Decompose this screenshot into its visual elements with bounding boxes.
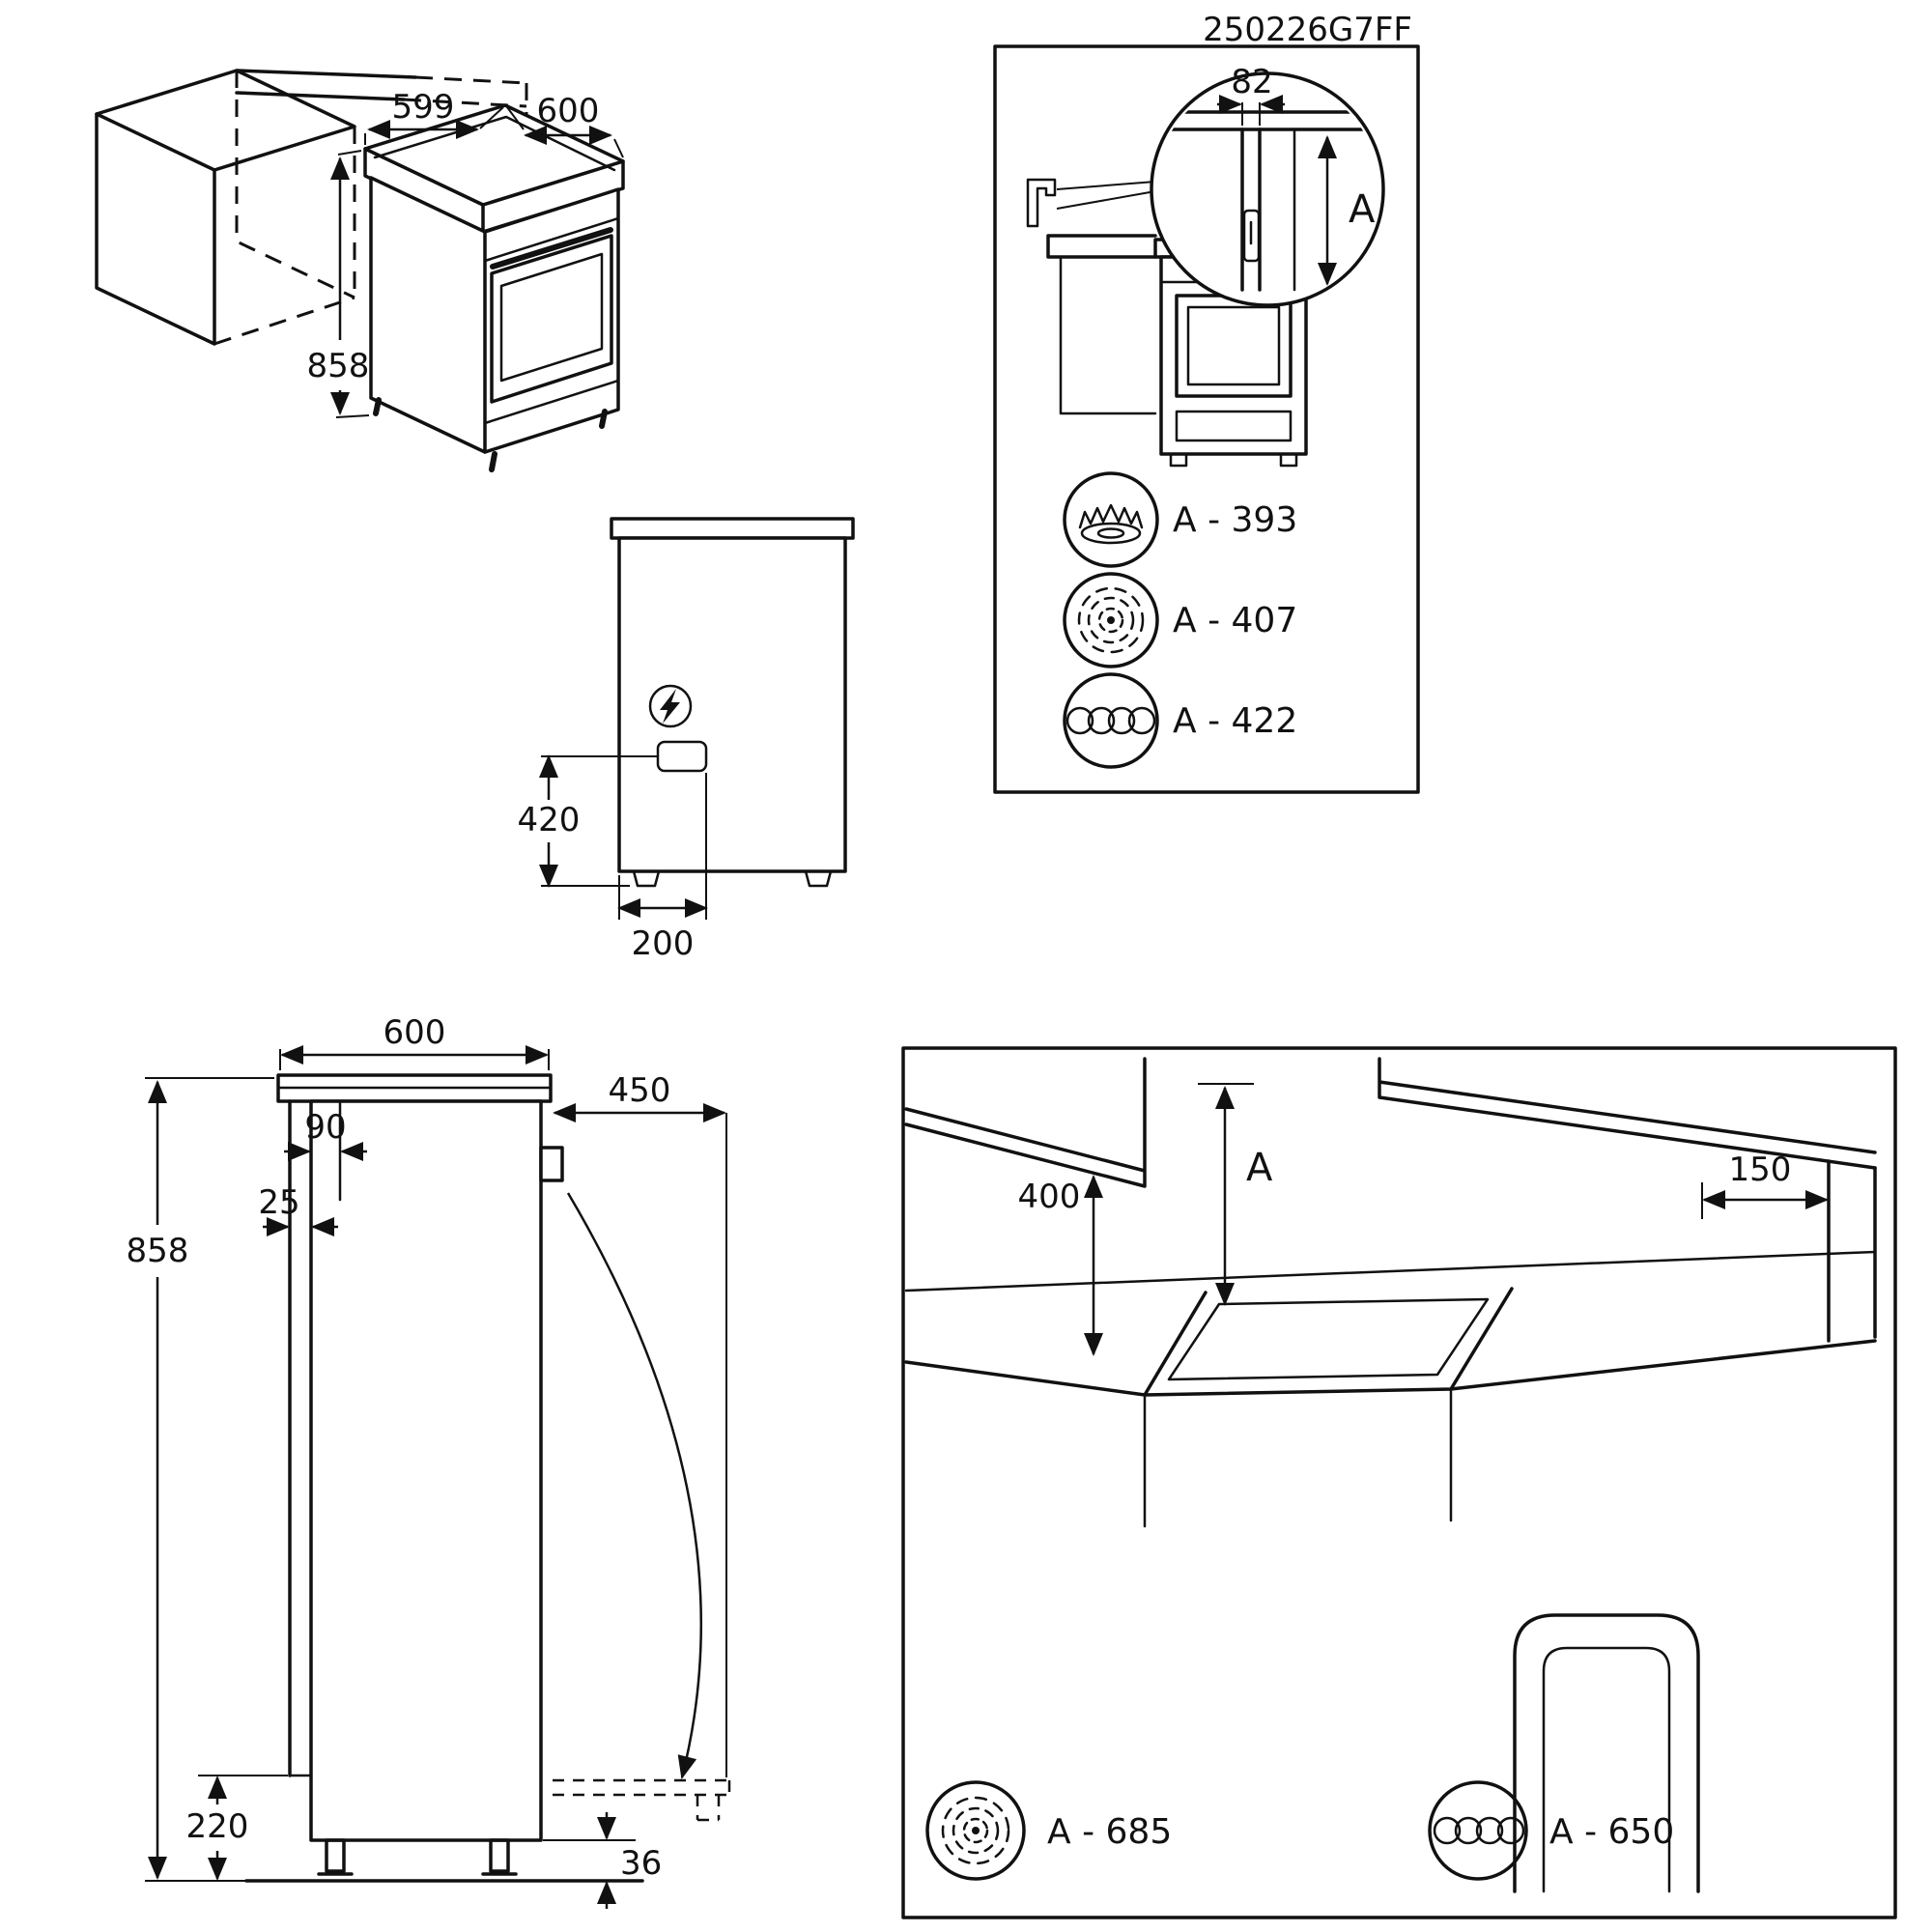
dim-label-82: 82 bbox=[1231, 63, 1272, 101]
leader-lines bbox=[1056, 181, 1156, 210]
oven-window bbox=[499, 252, 604, 383]
dim-height: 858 bbox=[127, 1077, 274, 1882]
drawer-line bbox=[483, 379, 620, 425]
dim-label-858: 858 bbox=[307, 347, 370, 385]
dim-bracket-width: 82 bbox=[1217, 63, 1285, 126]
dim-connection-height: 420 bbox=[518, 754, 658, 888]
legend-row-coil: A - 650 bbox=[1428, 1780, 1674, 1881]
dim-label-858: 858 bbox=[127, 1232, 189, 1270]
bracket-icon bbox=[1026, 178, 1057, 228]
oven-window bbox=[1186, 305, 1281, 386]
dim-label-420: 420 bbox=[518, 801, 581, 839]
cooker-iso bbox=[363, 103, 625, 472]
rear-view: 420 200 bbox=[518, 517, 855, 963]
dim-niche-width: 599 bbox=[364, 88, 504, 145]
dim-label-200: 200 bbox=[632, 924, 695, 963]
fan-icon bbox=[1077, 586, 1145, 654]
legend-value-gas: A - 393 bbox=[1173, 500, 1297, 540]
dim-label-220: 220 bbox=[186, 1807, 249, 1846]
dim-side-clearance: 150 bbox=[1701, 1151, 1829, 1219]
door-swing-arc bbox=[566, 1192, 703, 1779]
control-panel-line bbox=[483, 216, 620, 263]
drawer bbox=[1175, 410, 1293, 442]
legend-value-fan: A - 685 bbox=[1047, 1812, 1172, 1852]
dim-connection-offset: 200 bbox=[617, 773, 708, 963]
left-wall-cabinet bbox=[904, 1057, 1147, 1188]
dim-label-600: 600 bbox=[384, 1013, 446, 1052]
feet bbox=[632, 869, 833, 888]
counter bbox=[1046, 234, 1157, 415]
body bbox=[309, 1099, 543, 1842]
side-view: 600 450 90 25 858 220 bbox=[127, 1013, 731, 1909]
dim-wall-gap: 25 bbox=[258, 1183, 338, 1236]
fan-icon bbox=[941, 1796, 1010, 1865]
rear-panel bbox=[617, 536, 847, 873]
document-code: 250226G7FF bbox=[1203, 11, 1412, 49]
mounting-bracket bbox=[1242, 209, 1261, 263]
feet bbox=[373, 397, 608, 472]
dim-label-36: 36 bbox=[620, 1844, 662, 1883]
dim-hood-clearance: 400 bbox=[1018, 1175, 1103, 1356]
iso-view: 599 600 858 bbox=[95, 69, 625, 472]
lightning-icon bbox=[660, 689, 680, 724]
stool bbox=[1513, 1613, 1700, 1893]
feet bbox=[317, 1838, 518, 1876]
dim-label-150: 150 bbox=[1729, 1151, 1792, 1189]
coil-icon bbox=[1433, 1816, 1525, 1845]
feet bbox=[1169, 452, 1298, 468]
legend-value-coil: A - 650 bbox=[1549, 1812, 1674, 1852]
dim-plinth: 220 bbox=[186, 1775, 288, 1881]
latch bbox=[539, 1146, 564, 1182]
dim-rear-gap: 90 bbox=[284, 1108, 367, 1161]
dim-label-450: 450 bbox=[609, 1071, 671, 1110]
legend-value-fan: A - 407 bbox=[1173, 601, 1297, 640]
left-cabinet bbox=[95, 69, 356, 346]
worktop-edge bbox=[610, 517, 855, 540]
clearance-panel: A 400 150 A - 685 bbox=[901, 1046, 1897, 1919]
legend-row-coil: A - 422 bbox=[1063, 672, 1297, 769]
dim-label-A: A bbox=[1349, 187, 1376, 232]
dim-height: 858 bbox=[307, 150, 370, 418]
dim-door-open: 450 bbox=[553, 1071, 727, 1777]
bracket-panel: 82 A A - 393 A - 407 bbox=[993, 44, 1420, 794]
dim-label-A: A bbox=[1246, 1146, 1273, 1190]
dim-A: A bbox=[1198, 1083, 1273, 1306]
dim-label-599: 599 bbox=[392, 88, 455, 127]
dim-label-25: 25 bbox=[258, 1183, 299, 1222]
header: 250226G7FF bbox=[1203, 11, 1412, 49]
open-door-outline bbox=[553, 1778, 731, 1822]
dim-label-600: 600 bbox=[537, 92, 600, 130]
dim-label-90: 90 bbox=[304, 1108, 346, 1147]
dim-label-400: 400 bbox=[1018, 1178, 1081, 1216]
dim-foot: 36 bbox=[543, 1812, 662, 1909]
dim-depth: 600 bbox=[279, 1013, 550, 1070]
coil-icon bbox=[1065, 706, 1156, 735]
hob-rim bbox=[1167, 1297, 1490, 1381]
legend-row-fan: A - 407 bbox=[1063, 572, 1297, 668]
legend-row-gas: A - 393 bbox=[1063, 471, 1297, 568]
oven-door bbox=[490, 234, 613, 404]
door-handle bbox=[490, 227, 613, 270]
right-wall-cabinet bbox=[1378, 1057, 1877, 1343]
counters bbox=[904, 1250, 1877, 1528]
dim-A: A bbox=[1318, 135, 1376, 286]
gas-burner-icon bbox=[1078, 503, 1144, 545]
dim-appliance-width: 600 bbox=[506, 92, 624, 158]
legend-value-coil: A - 422 bbox=[1173, 701, 1297, 741]
legend-row-fan: A - 685 bbox=[925, 1780, 1172, 1881]
electrical-symbol-circle bbox=[648, 684, 693, 728]
